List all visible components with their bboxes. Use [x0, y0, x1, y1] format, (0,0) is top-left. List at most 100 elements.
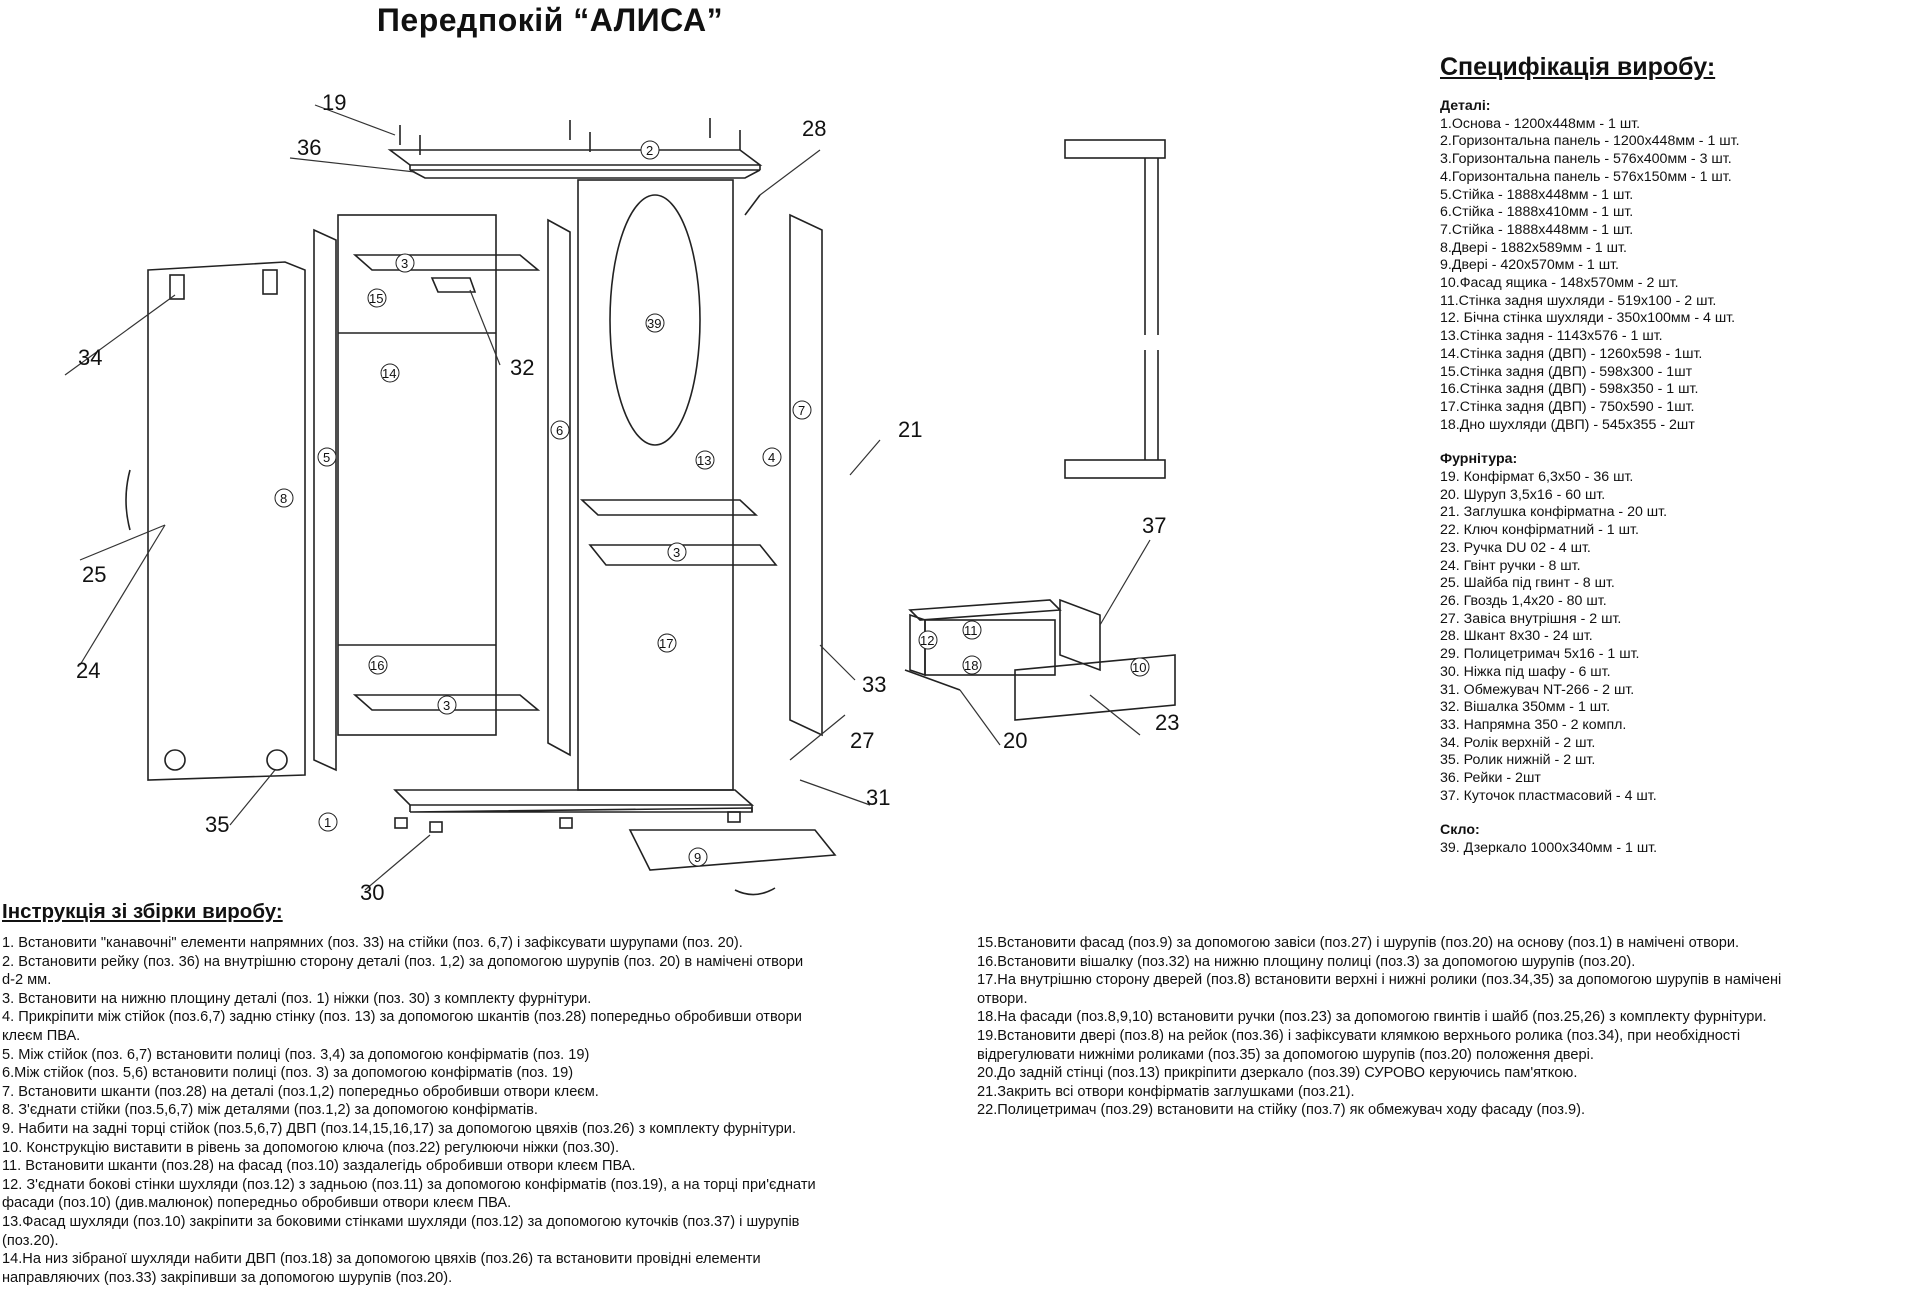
hardware-item: 31. Обмежувач NT-266 - 2 шт. [1440, 681, 1635, 698]
detail-item: 3.Горизонтальна панель - 576х400мм - 3 ш… [1440, 151, 1732, 168]
svg-text:3: 3 [401, 256, 408, 271]
detail-item: 17.Стінка задня (ДВП) - 750х590 - 1шт. [1440, 398, 1695, 415]
assembly-diagram: 19 36 28 34 32 21 25 24 37 33 27 20 23 3… [64, 90, 1179, 900]
hardware-heading: Фурнітура: [1440, 451, 1518, 468]
callout-label: 37 [1142, 513, 1166, 538]
instruction-step: 18.На фасади (поз.8,9,10) встановити руч… [977, 1009, 1767, 1026]
back-panel-13 [577, 179, 734, 791]
hardware-item: 32. Вішалка 350мм - 1 шт. [1440, 699, 1611, 716]
detail-item: 4.Горизонтальна панель - 576х150мм - 1 ш… [1440, 168, 1732, 185]
instruction-step: 16.Встановити вішалку (поз.32) на нижню … [977, 953, 1636, 970]
hardware-item: 30. Ніжка під шафу - 6 шт. [1440, 663, 1611, 680]
part-marker: 4 [762, 447, 782, 467]
part-marker: 3 [395, 253, 415, 273]
detail-item: 15.Стінка задня (ДВП) - 598х300 - 1шт [1440, 363, 1693, 380]
instruction-step: 21.Закрить всі отвори конфірматів заглуш… [977, 1083, 1355, 1100]
part-marker: 15 [367, 288, 387, 308]
part-marker: 3 [437, 695, 457, 715]
part-marker: 9 [688, 847, 708, 867]
svg-text:8: 8 [280, 491, 287, 506]
instructions-right: 15.Встановити фасад (поз.9) за допомогою… [977, 934, 1909, 1120]
detail-item: 7.Стійка - 1888х448мм - 1 шт. [1440, 221, 1634, 238]
instruction-step: 6.Між стійок (поз. 5,6) встановити полиц… [2, 1065, 574, 1082]
profile-bottom [1064, 459, 1166, 479]
part-marker: 14 [380, 363, 400, 383]
back-panel-14-15 [337, 214, 497, 736]
part-marker: 10 [1130, 657, 1150, 677]
detail-item: 2.Горизонтальна панель - 1200х448мм - 1 … [1440, 133, 1740, 150]
instruction-step: 19.Встановити двері (поз.8) на рейок (по… [977, 1027, 1741, 1044]
detail-item: 18.Дно шухляди (ДВП) - 545х355 - 2шт [1440, 416, 1695, 433]
svg-text:11: 11 [964, 623, 978, 638]
part-marker: 11 [962, 620, 982, 640]
stand-5 [313, 228, 337, 772]
svg-text:6: 6 [556, 423, 563, 438]
instruction-step: 1. Встановити "канавочні" елементи напря… [2, 935, 743, 951]
instruction-step: 15.Встановити фасад (поз.9) за допомогою… [977, 935, 1740, 951]
facade-9 [628, 829, 837, 871]
instruction-step: 10. Конструкцію виставити в рівень за до… [2, 1139, 619, 1156]
hardware-list: 19. Конфірмат 6,3х50 - 36 шт.20. Шуруп 3… [1440, 469, 1900, 805]
callout-label: 32 [510, 355, 534, 380]
part-marker: 39 [645, 313, 665, 333]
svg-text:15: 15 [369, 291, 383, 306]
callout-label: 23 [1155, 710, 1179, 735]
part-marker: 5 [317, 447, 337, 467]
callout-label: 24 [76, 658, 100, 683]
detail-item: 11.Стінка задня шухляди - 519х100 - 2 шт… [1440, 292, 1717, 309]
callout-label: 27 [850, 728, 874, 753]
drawer-front-10 [1014, 654, 1176, 721]
svg-text:5: 5 [323, 450, 330, 465]
hardware-item: 34. Ролік верхній - 2 шт. [1440, 734, 1596, 751]
svg-text:10: 10 [1132, 660, 1146, 675]
instruction-step: 4. Прикріпити між стійок (поз.6,7) задню… [2, 1009, 802, 1026]
svg-text:13: 13 [697, 453, 711, 468]
svg-text:2: 2 [646, 143, 653, 158]
svg-text:3: 3 [443, 698, 450, 713]
part-marker: 16 [368, 655, 388, 675]
callout-label: 30 [360, 880, 384, 900]
callout-label: 28 [802, 116, 826, 141]
instruction-step: 5. Між стійок (поз. 6,7) встановити поли… [2, 1046, 590, 1063]
base-1 [393, 789, 755, 806]
svg-text:17: 17 [659, 636, 673, 651]
hardware-item: 29. Полицетримач 5х16 - 1 шт. [1440, 646, 1640, 663]
instruction-step: 17.На внутрішню сторону дверей (поз.8) в… [977, 972, 1782, 989]
profile-top [1064, 139, 1166, 159]
glass-heading: Скло: [1440, 822, 1480, 839]
hardware-item: 33. Напрямна 350 - 2 компл. [1440, 716, 1627, 733]
part-marker: 1 [318, 812, 338, 832]
callout-label: 35 [205, 812, 229, 837]
part-marker: 12 [918, 630, 938, 650]
part-marker: 2 [640, 140, 660, 160]
detail-item: 16.Стінка задня (ДВП) - 598х350 - 1 шт. [1440, 381, 1699, 398]
svg-text:9: 9 [694, 850, 701, 865]
rail [409, 169, 761, 179]
hardware-item: 21. Заглушка конфірматна - 20 шт. [1440, 504, 1668, 521]
page-title: Передпокій “АЛИСА” [376, 2, 724, 38]
svg-text:4: 4 [768, 450, 775, 465]
spec-title: Специфікація виробу: [1440, 53, 1716, 81]
part-marker: 13 [695, 450, 715, 470]
callout-label: 36 [297, 135, 321, 160]
detail-item: 14.Стінка задня (ДВП) - 1260х598 - 1шт. [1440, 345, 1703, 362]
instruction-step: (поз.20). [2, 1232, 59, 1249]
part-marker: 18 [962, 655, 982, 675]
svg-text:3: 3 [673, 545, 680, 560]
svg-text:39: 39 [647, 316, 661, 331]
instruction-step: 11. Встановити шканти (поз.28) на фасад … [2, 1158, 636, 1175]
hardware-item: 25. Шайба під гвинт - 8 шт. [1440, 575, 1615, 592]
hardware-item: 37. Куточок пластмасовий - 4 шт. [1440, 787, 1657, 804]
svg-text:1: 1 [324, 815, 331, 830]
detail-item: 8.Двері - 1882х589мм - 1 шт. [1440, 239, 1627, 256]
drawer-back [924, 619, 1056, 676]
glass-item: 39. Дзеркало 1000х340мм - 1 шт. [1440, 840, 1658, 857]
hardware-item: 35. Ролик нижній - 2 шт. [1440, 752, 1596, 769]
top-panel [387, 149, 763, 166]
mirror-39 [609, 194, 701, 446]
part-marker: 8 [274, 488, 294, 508]
hardware-item: 19. Конфірмат 6,3х50 - 36 шт. [1440, 469, 1634, 486]
instructions-left: 1. Встановити "канавочні" елементи напря… [2, 934, 934, 1287]
hardware-item: 28. Шкант 8х30 - 24 шт. [1440, 628, 1593, 645]
instruction-step: 20.До задній стінці (поз.13) прикріпити … [977, 1065, 1578, 1082]
